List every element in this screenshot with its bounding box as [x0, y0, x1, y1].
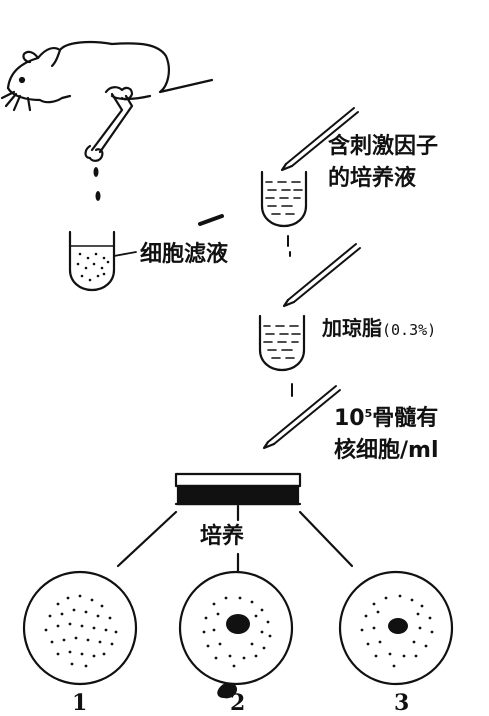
medium-beaker-icon — [260, 170, 308, 228]
bone-icon — [84, 86, 134, 162]
dish-2-icon — [178, 570, 294, 699]
agar-label-main: 加琼脂 — [322, 316, 382, 340]
filtrate-label: 细胞滤液 — [140, 242, 229, 267]
transfer-arrow — [198, 214, 224, 226]
marrow-label-line2: 核细胞/ml — [334, 438, 439, 463]
marrow-base: 10 — [334, 406, 365, 431]
agar-label: 加琼脂(0.3%) — [322, 318, 436, 338]
filtrate-beaker-icon — [68, 230, 137, 292]
dish-3-number: 3 — [394, 690, 410, 716]
petri-dish-side-icon — [174, 472, 302, 506]
connector-line — [116, 510, 178, 568]
culture-label: 培养 — [200, 524, 245, 549]
pipette-icon — [282, 243, 361, 308]
dish-1-number: 1 — [72, 690, 88, 716]
mouse-illustration — [0, 40, 214, 112]
pipette-icon — [280, 107, 359, 172]
droplets-icon — [93, 167, 101, 201]
dish-2-number: 2 — [230, 690, 246, 716]
pipette-icon — [262, 385, 341, 450]
marrow-rest: 骨髓有 — [372, 406, 439, 431]
dish-3-icon — [338, 570, 454, 686]
factor-label-line1: 含刺激因子 — [328, 134, 439, 159]
dish-1-icon — [22, 570, 138, 686]
agar-label-concentration: (0.3%) — [382, 321, 437, 339]
drip-mark — [287, 235, 291, 257]
factor-label-line2: 的培养液 — [328, 166, 417, 191]
marrow-exponent: 5 — [364, 407, 373, 420]
marrow-label-line1: 105骨髓有 — [334, 408, 438, 430]
agar-beaker-icon — [258, 314, 306, 372]
connector-line — [298, 510, 354, 568]
